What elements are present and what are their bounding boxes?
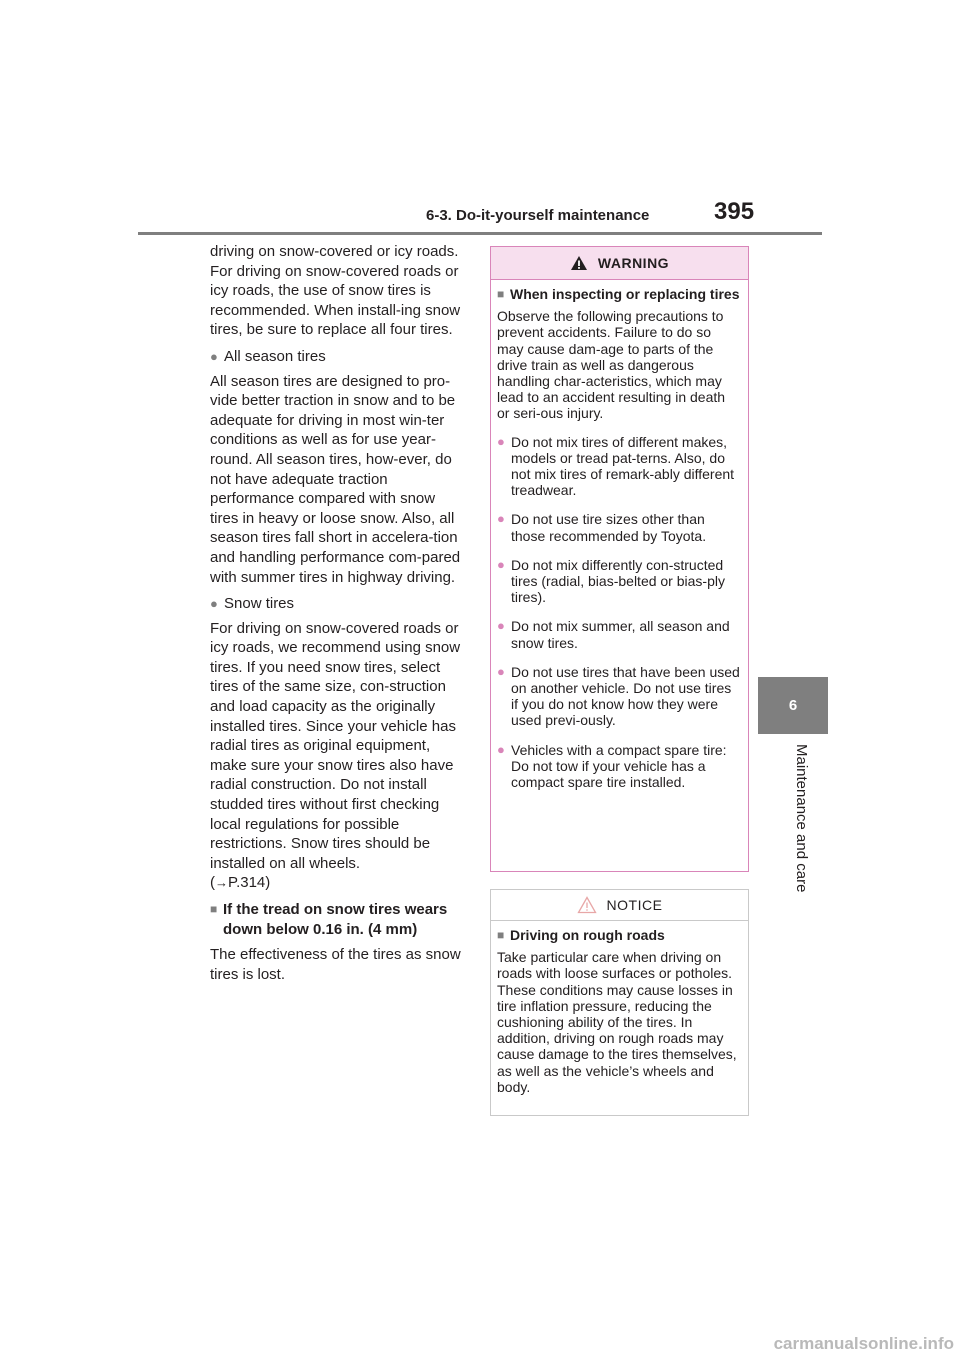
warning-body: ■ When inspecting or replacing tires Obs…	[491, 280, 748, 790]
snow-heading: ● Snow tires	[210, 594, 466, 614]
warning-item-text: Do not use tire sizes other than those r…	[511, 511, 707, 544]
warning-item: ● Do not use tire sizes other than those…	[497, 511, 740, 543]
snow-heading-label: Snow tires	[224, 595, 295, 613]
notice-box: NOTICE ■ Driving on rough roads Take par…	[490, 889, 749, 1116]
bullet-icon: ●	[497, 511, 505, 527]
notice-paragraph: Take particular care when driving on roa…	[497, 949, 737, 1095]
tread-paragraph: The effectiveness of the tires as snow t…	[210, 946, 461, 983]
warning-title: WARNING	[597, 255, 670, 271]
bullet-icon: ●	[210, 596, 218, 612]
square-bullet-icon: ■	[497, 287, 505, 301]
notice-subhead: ■ Driving on rough roads	[497, 927, 740, 943]
tread-heading-label: If the tread on snow tires wears down be…	[223, 901, 448, 938]
bullet-icon: ●	[497, 433, 505, 449]
warning-item-text: Do not use tires that have been used on …	[511, 663, 740, 729]
square-bullet-icon: ■	[497, 928, 505, 942]
notice-subhead-label: Driving on rough roads	[510, 927, 665, 943]
page-number: 395	[714, 198, 755, 225]
tread-heading: ■ If the tread on snow tires wears down …	[210, 900, 466, 939]
all-season-heading-label: All season tires	[224, 347, 326, 365]
bullet-icon: ●	[210, 348, 218, 364]
notice-title: NOTICE	[606, 897, 663, 913]
page-ref-arrow-icon: →	[215, 875, 228, 891]
warning-subhead-label: When inspecting or replacing tires	[510, 286, 740, 302]
bullet-icon: ●	[497, 741, 505, 757]
intro-paragraph: driving on snow-covered or icy roads. Fo…	[210, 243, 461, 339]
chapter-title: Maintenance and care	[793, 744, 810, 893]
section-title: 6-3. Do-it-yourself maintenance	[426, 207, 650, 224]
warning-item: ● Do not use tires that have been used o…	[497, 664, 740, 729]
warning-item: ● Do not mix differently con-structed ti…	[497, 557, 740, 606]
bullet-icon: ●	[497, 618, 505, 634]
warning-item-text: Do not mix summer, all season and snow t…	[511, 618, 730, 651]
page-ref-link[interactable]: P.314)	[228, 874, 271, 892]
bullet-icon: ●	[497, 663, 505, 679]
warning-item: ● Vehicles with a compact spare tire: Do…	[497, 742, 740, 791]
square-bullet-icon: ■	[210, 902, 218, 916]
left-column: driving on snow-covered or icy roads. Fo…	[210, 242, 466, 991]
warning-subhead: ■ When inspecting or replacing tires	[497, 286, 740, 302]
warning-item-text: Do not mix differently con-structed tire…	[511, 556, 725, 606]
warning-item-text: Do not mix tires of different makes, mod…	[511, 433, 735, 499]
warning-triangle-icon	[570, 256, 587, 270]
caution-triangle-icon	[576, 896, 597, 914]
all-season-paragraph: All season tires are designed to pro-vid…	[210, 372, 461, 586]
warning-item: ● Do not mix tires of different makes, m…	[497, 434, 740, 499]
notice-header: NOTICE	[491, 890, 748, 921]
warning-box: WARNING ■ When inspecting or replacing t…	[490, 246, 749, 872]
chapter-tab: 6	[758, 677, 828, 734]
watermark: carmanualsonline.info	[773, 1334, 954, 1353]
all-season-heading: ● All season tires	[210, 347, 466, 367]
chapter-number: 6	[788, 697, 798, 714]
warning-item: ● Do not mix summer, all season and snow…	[497, 618, 740, 650]
bullet-icon: ●	[497, 556, 505, 572]
notice-body: ■ Driving on rough roads Take particular…	[491, 921, 748, 1095]
warning-header: WARNING	[491, 247, 748, 280]
snow-paragraph-text: For driving on snow-covered roads or icy…	[210, 619, 461, 872]
snow-paragraph: For driving on snow-covered roads or icy…	[210, 619, 461, 892]
warning-intro: Observe the following precautions to pre…	[497, 308, 726, 422]
warning-item-text: Vehicles with a compact spare tire: Do n…	[511, 741, 727, 791]
header-rule	[138, 232, 822, 235]
